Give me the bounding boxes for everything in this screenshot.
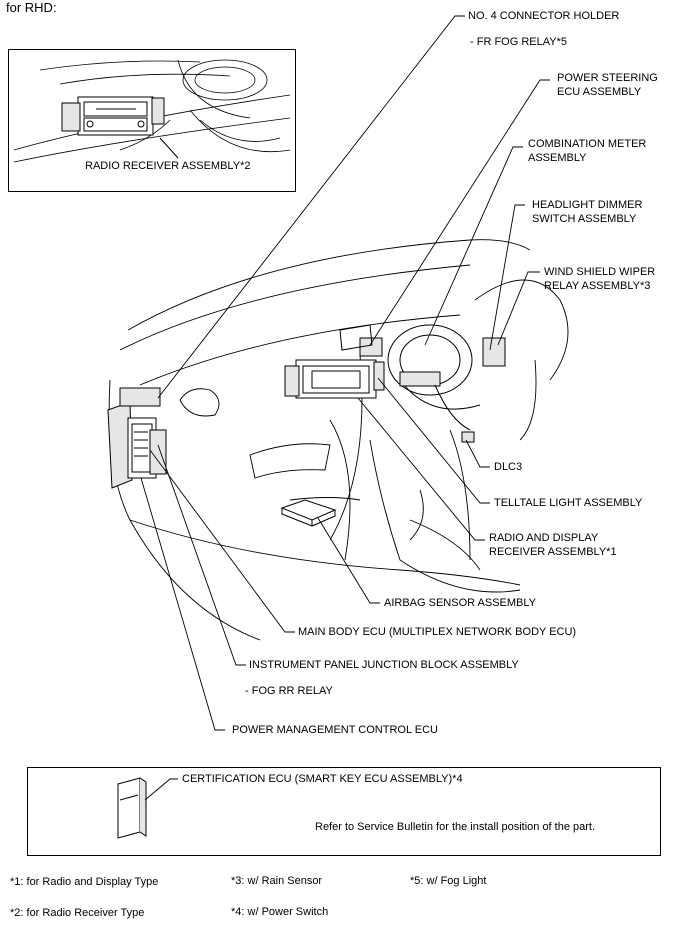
combination-meter-label-2: ASSEMBLY — [528, 152, 587, 164]
no4-connector-holder-label: NO. 4 CONNECTOR HOLDER — [468, 10, 620, 22]
certification-ecu-box — [27, 767, 661, 856]
certification-ecu-label: CERTIFICATION ECU (SMART KEY ECU ASSEMBL… — [182, 773, 463, 785]
ip-junction-block-label: INSTRUMENT PANEL JUNCTION BLOCK ASSEMBLY — [249, 659, 519, 671]
telltale-light-label: TELLTALE LIGHT ASSEMBLY — [494, 497, 643, 509]
headlight-dimmer-label-2: SWITCH ASSEMBLY — [532, 213, 637, 225]
footnote-4: *4: w/ Power Switch — [231, 906, 329, 918]
combination-meter-and-steering — [339, 324, 506, 443]
radio-receiver-inset — [8, 49, 296, 192]
certification-note: Refer to Service Bulletin for the instal… — [315, 821, 596, 833]
footnote-3: *3: w/ Rain Sensor — [231, 875, 323, 887]
airbag-sensor-unit — [280, 499, 337, 527]
power-steering-label-2: ECU ASSEMBLY — [557, 86, 642, 98]
main-body-ecu-label: MAIN BODY ECU (MULTIPLEX NETWORK BODY EC… — [298, 626, 577, 638]
radio-receiver-label: RADIO RECEIVER ASSEMBLY*2 — [85, 160, 251, 172]
radio-display-label-2: RECEIVER ASSEMBLY*1 — [489, 546, 617, 558]
fr-fog-relay-label: - FR FOG RELAY*5 — [470, 36, 567, 48]
junction-block-cluster — [107, 387, 167, 489]
footnote-1: *1: for Radio and Display Type — [10, 876, 159, 888]
inset-radio-receiver-unit — [61, 96, 179, 159]
radio-display-unit — [284, 359, 385, 399]
fog-rr-relay-label: - FOG RR RELAY — [245, 685, 333, 697]
page-header: for RHD: — [6, 0, 57, 15]
main-dashboard-outline — [108, 239, 569, 641]
headlight-dimmer-label-1: HEADLIGHT DIMMER — [532, 199, 643, 211]
radio-display-label-1: RADIO AND DISPLAY — [489, 532, 599, 544]
footnote-5: *5: w/ Fog Light — [410, 875, 487, 887]
leader-lines — [140, 15, 550, 801]
inset-dashboard-drawing — [13, 59, 291, 163]
dlc3-label: DLC3 — [494, 461, 523, 473]
power-steering-label-1: POWER STEERING — [557, 72, 658, 84]
power-mgmt-ecu-label: POWER MANAGEMENT CONTROL ECU — [232, 724, 438, 736]
footnote-2: *2: for Radio Receiver Type — [10, 907, 145, 919]
wiper-relay-label-2: RELAY ASSEMBLY*3 — [544, 280, 651, 292]
certification-ecu-unit — [117, 777, 147, 839]
airbag-sensor-label: AIRBAG SENSOR ASSEMBLY — [384, 597, 537, 609]
combination-meter-label-1: COMBINATION METER — [528, 138, 647, 150]
wiper-relay-label-1: WIND SHIELD WIPER — [544, 266, 656, 278]
